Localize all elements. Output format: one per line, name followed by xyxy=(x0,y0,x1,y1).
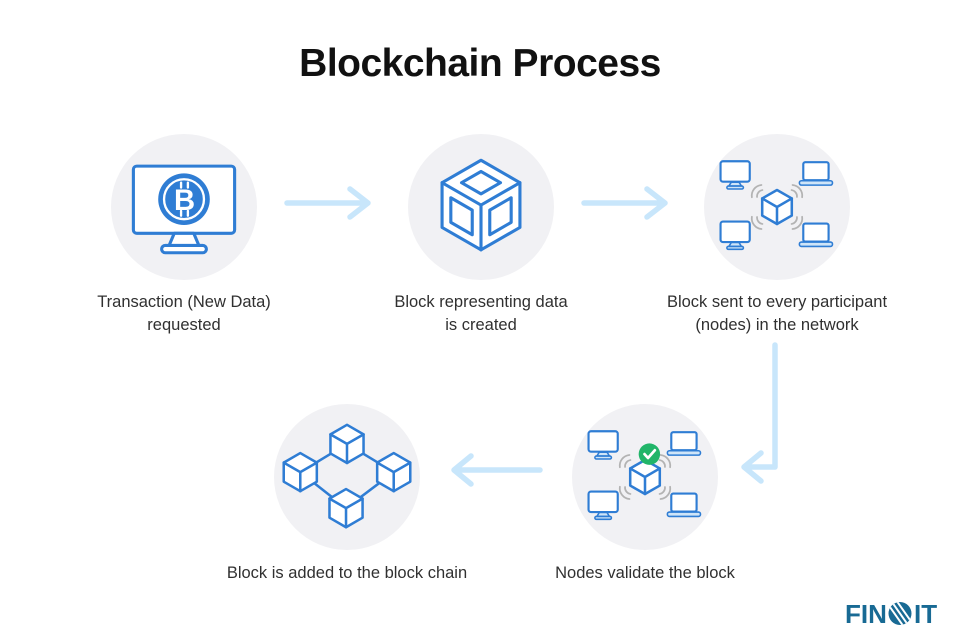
check-badge-icon xyxy=(638,443,661,465)
step-circle-nodes-validate xyxy=(572,404,718,550)
label-line: Transaction (New Data) xyxy=(97,293,271,311)
step-label-block-added: Block is added to the block chain xyxy=(187,562,507,585)
label-line: Block representing data xyxy=(394,293,568,311)
arrow-down-left-icon xyxy=(741,342,778,484)
label-line: is created xyxy=(445,316,517,334)
arrow-right-icon xyxy=(284,186,371,220)
finoit-logo: FIN IT xyxy=(845,599,937,629)
label-line: Block sent to every participant xyxy=(666,293,888,311)
logo-text-fin: FIN xyxy=(845,599,887,629)
step-label-nodes-validate: Nodes validate the block xyxy=(485,562,805,585)
bitcoin-coin xyxy=(158,173,210,226)
label-line: Block is added to the block chain xyxy=(226,564,468,582)
blockchain-cubes-icon xyxy=(282,423,412,529)
logo-text-it: IT xyxy=(914,599,937,629)
network-validate-check-icon xyxy=(572,404,718,550)
step-circle-block-sent xyxy=(704,134,850,280)
step-label-block-sent: Block sent to every participant (nodes) … xyxy=(617,291,937,337)
network-broadcast-icon xyxy=(704,134,850,280)
step-circle-block-added xyxy=(274,404,420,550)
arrow-right-icon xyxy=(581,186,668,220)
logo-o-icon xyxy=(887,599,913,628)
page-title: Blockchain Process xyxy=(299,42,661,85)
step-label-transaction: Transaction (New Data) requested xyxy=(24,291,344,337)
label-line: requested xyxy=(147,316,221,334)
step-circle-transaction: B xyxy=(111,134,257,280)
step-label-block-created: Block representing data is created xyxy=(321,291,641,337)
bitcoin-symbol: B xyxy=(174,185,195,217)
monitor-bitcoin-icon: B xyxy=(131,164,237,255)
arrow-left-icon xyxy=(451,453,543,487)
label-line: (nodes) in the network xyxy=(695,316,859,334)
label-line: Nodes validate the block xyxy=(555,564,735,582)
step-circle-block-created xyxy=(408,134,554,280)
cube-icon xyxy=(440,158,522,252)
